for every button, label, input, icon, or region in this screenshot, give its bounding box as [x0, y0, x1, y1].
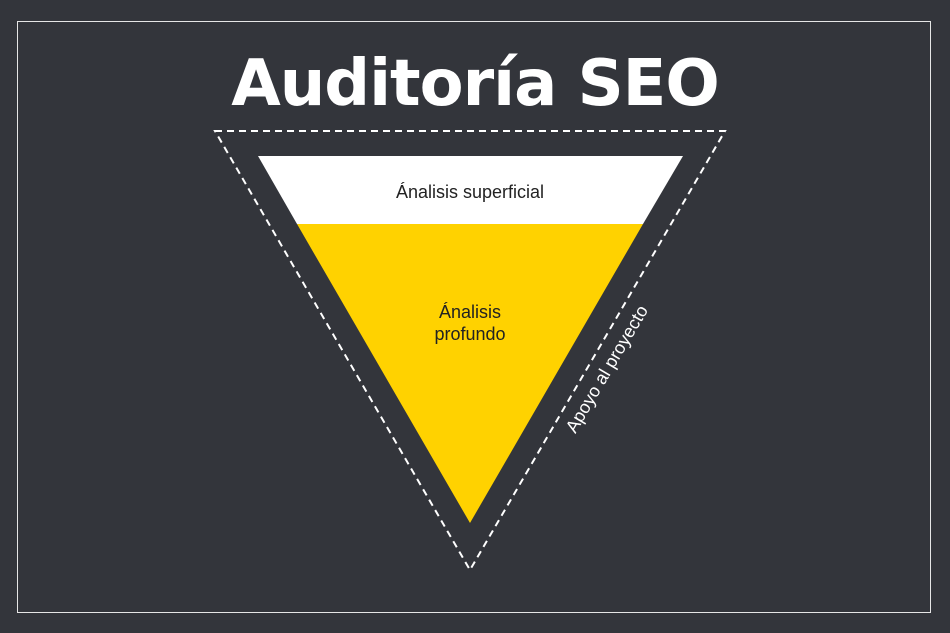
level-superficial-band	[258, 156, 683, 224]
level-profundo-band	[297, 224, 643, 523]
outer-dashed-triangle	[213, 130, 727, 572]
level-profundo-label-line1: Ánalisis	[439, 302, 501, 322]
level-profundo-label-line2: profundo	[434, 324, 505, 344]
level-superficial-label: Ánalisis superficial	[396, 182, 544, 202]
diagram-title: Auditoría SEO	[231, 47, 720, 121]
border-frame	[17, 21, 931, 613]
